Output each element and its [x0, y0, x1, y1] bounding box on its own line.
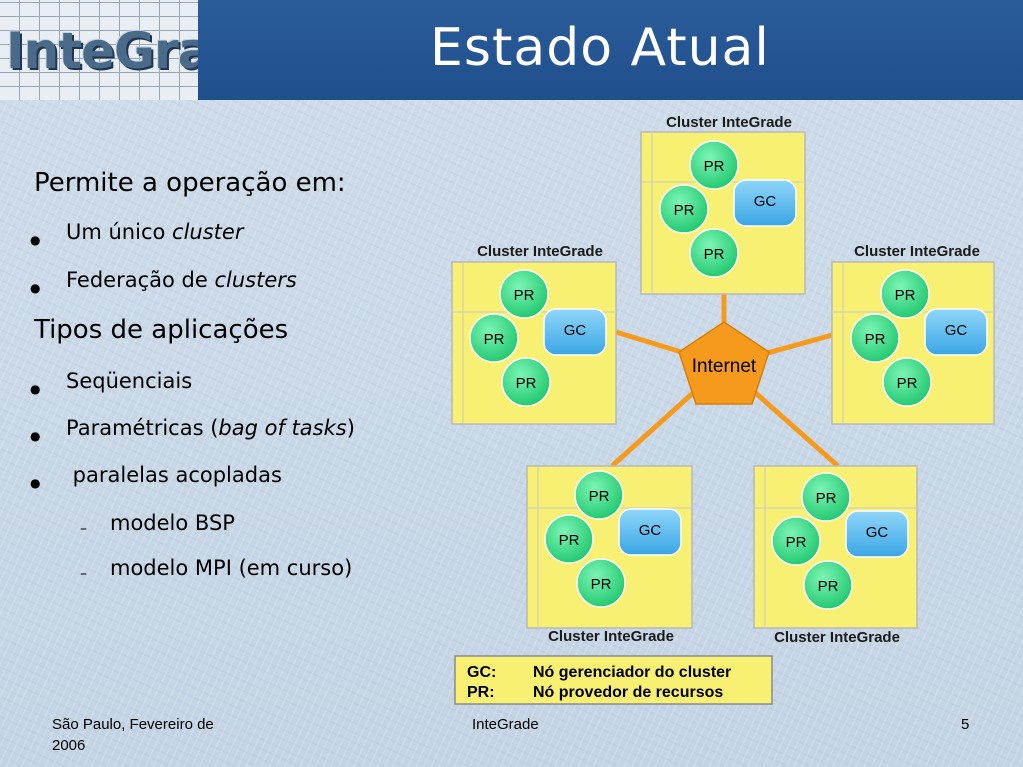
pr-node-icon	[576, 558, 626, 608]
footer-title: InteGrade	[472, 716, 539, 733]
slide-header: InteGrade Estado Atual	[0, 0, 1023, 100]
sub-bullet-dash-icon: –	[80, 521, 87, 537]
heading-operation-modes: Permite a operação em:	[34, 168, 346, 198]
svg-text:PR: PR	[514, 287, 535, 304]
svg-text:PR: PR	[484, 331, 505, 348]
pr-node-icon	[880, 269, 930, 319]
gc-node-icon	[543, 308, 607, 356]
pr-node-icon	[544, 514, 594, 564]
pr-node-icon	[689, 228, 739, 278]
pr-node-icon	[771, 516, 821, 566]
legend-desc-pr: Nó provedor de recursos	[533, 684, 723, 701]
cluster-left: Cluster InteGrade PR PR PR GC	[451, 243, 617, 425]
pr-node-icon	[469, 313, 519, 363]
svg-text:PR: PR	[816, 490, 837, 507]
pr-node-icon	[689, 140, 739, 190]
internet-pentagon-icon	[678, 321, 770, 405]
bullet-dot-icon: ●	[30, 429, 41, 443]
legend-desc-gc: Nó gerenciador do cluster	[533, 664, 731, 681]
footer-location-date-line2: 2006	[52, 737, 86, 754]
gc-node-icon	[618, 508, 682, 556]
svg-text:GC: GC	[866, 524, 889, 541]
cluster-label: Cluster InteGrade	[548, 628, 674, 645]
pr-node-icon	[801, 472, 851, 522]
cluster-label: Cluster InteGrade	[477, 243, 603, 260]
cluster-top: Cluster InteGrade PR PR PR GC	[640, 114, 806, 295]
legend-key-gc: GC:	[467, 664, 496, 681]
svg-text:PR: PR	[786, 534, 807, 551]
svg-text:PR: PR	[865, 331, 886, 348]
cluster-label: Cluster InteGrade	[854, 243, 980, 260]
cluster-bottom-left: PR PR PR GC Cluster InteGrade	[526, 465, 693, 645]
svg-text:PR: PR	[895, 287, 916, 304]
gc-node-icon	[733, 179, 797, 227]
bullet-dot-icon: ●	[30, 382, 41, 396]
bullet-coupled-parallel: paralelas acopladas	[66, 463, 282, 487]
pr-node-icon	[501, 357, 551, 407]
svg-text:PR: PR	[559, 532, 580, 549]
legend-box	[454, 655, 773, 705]
sub-bullet-mpi: modelo MPI (em curso)	[110, 556, 353, 580]
pr-node-icon	[803, 560, 853, 610]
svg-text:GC: GC	[564, 322, 587, 339]
legend: GC: Nó gerenciador do cluster PR: Nó pro…	[454, 655, 773, 705]
pr-node-icon	[659, 184, 709, 234]
cluster-label: Cluster InteGrade	[666, 114, 792, 131]
sub-bullet-dash-icon: –	[80, 566, 87, 582]
cluster-bottom-right: PR PR PR GC Cluster InteGrade	[753, 465, 918, 646]
gc-node-icon	[845, 510, 909, 558]
slide-title: Estado Atual	[430, 18, 770, 78]
bullet-parametric: Paramétricas (bag of tasks)	[66, 416, 355, 440]
internet-label: Internet	[692, 356, 757, 377]
svg-text:PR: PR	[897, 375, 918, 392]
legend-key-pr: PR:	[467, 684, 495, 701]
bullet-dot-icon: ●	[30, 233, 41, 247]
svg-text:PR: PR	[704, 158, 725, 175]
svg-text:PR: PR	[516, 375, 537, 392]
sub-bullet-bsp: modelo BSP	[110, 511, 235, 535]
svg-text:PR: PR	[818, 578, 839, 595]
gc-node-icon	[924, 308, 988, 356]
bullet-dot-icon: ●	[30, 281, 41, 295]
svg-text:PR: PR	[674, 202, 695, 219]
bullet-cluster-federation: Federação de clusters	[66, 268, 297, 292]
svg-text:PR: PR	[591, 576, 612, 593]
pr-node-icon	[850, 313, 900, 363]
heading-application-types: Tipos de aplicações	[34, 315, 289, 345]
pr-node-icon	[499, 269, 549, 319]
footer-page-number: 5	[961, 716, 970, 733]
svg-text:GC: GC	[754, 193, 777, 210]
svg-text:GC: GC	[639, 522, 662, 539]
integrade-logo: InteGrade	[0, 0, 198, 100]
cluster-right: Cluster InteGrade PR PR PR GC	[831, 243, 995, 425]
svg-text:PR: PR	[704, 246, 725, 263]
svg-text:PR: PR	[589, 488, 610, 505]
internet-hub: Internet	[678, 321, 770, 405]
bullet-sequential: Seqüenciais	[66, 369, 193, 393]
footer-location-date-line1: São Paulo, Fevereiro de	[52, 716, 214, 733]
logo-text: InteGrade	[6, 22, 198, 80]
cluster-label: Cluster InteGrade	[774, 629, 900, 646]
svg-text:GC: GC	[945, 322, 968, 339]
pr-node-icon	[882, 357, 932, 407]
pr-node-icon	[574, 470, 624, 520]
bullet-dot-icon: ●	[30, 476, 41, 490]
bullet-single-cluster: Um único cluster	[66, 220, 244, 244]
